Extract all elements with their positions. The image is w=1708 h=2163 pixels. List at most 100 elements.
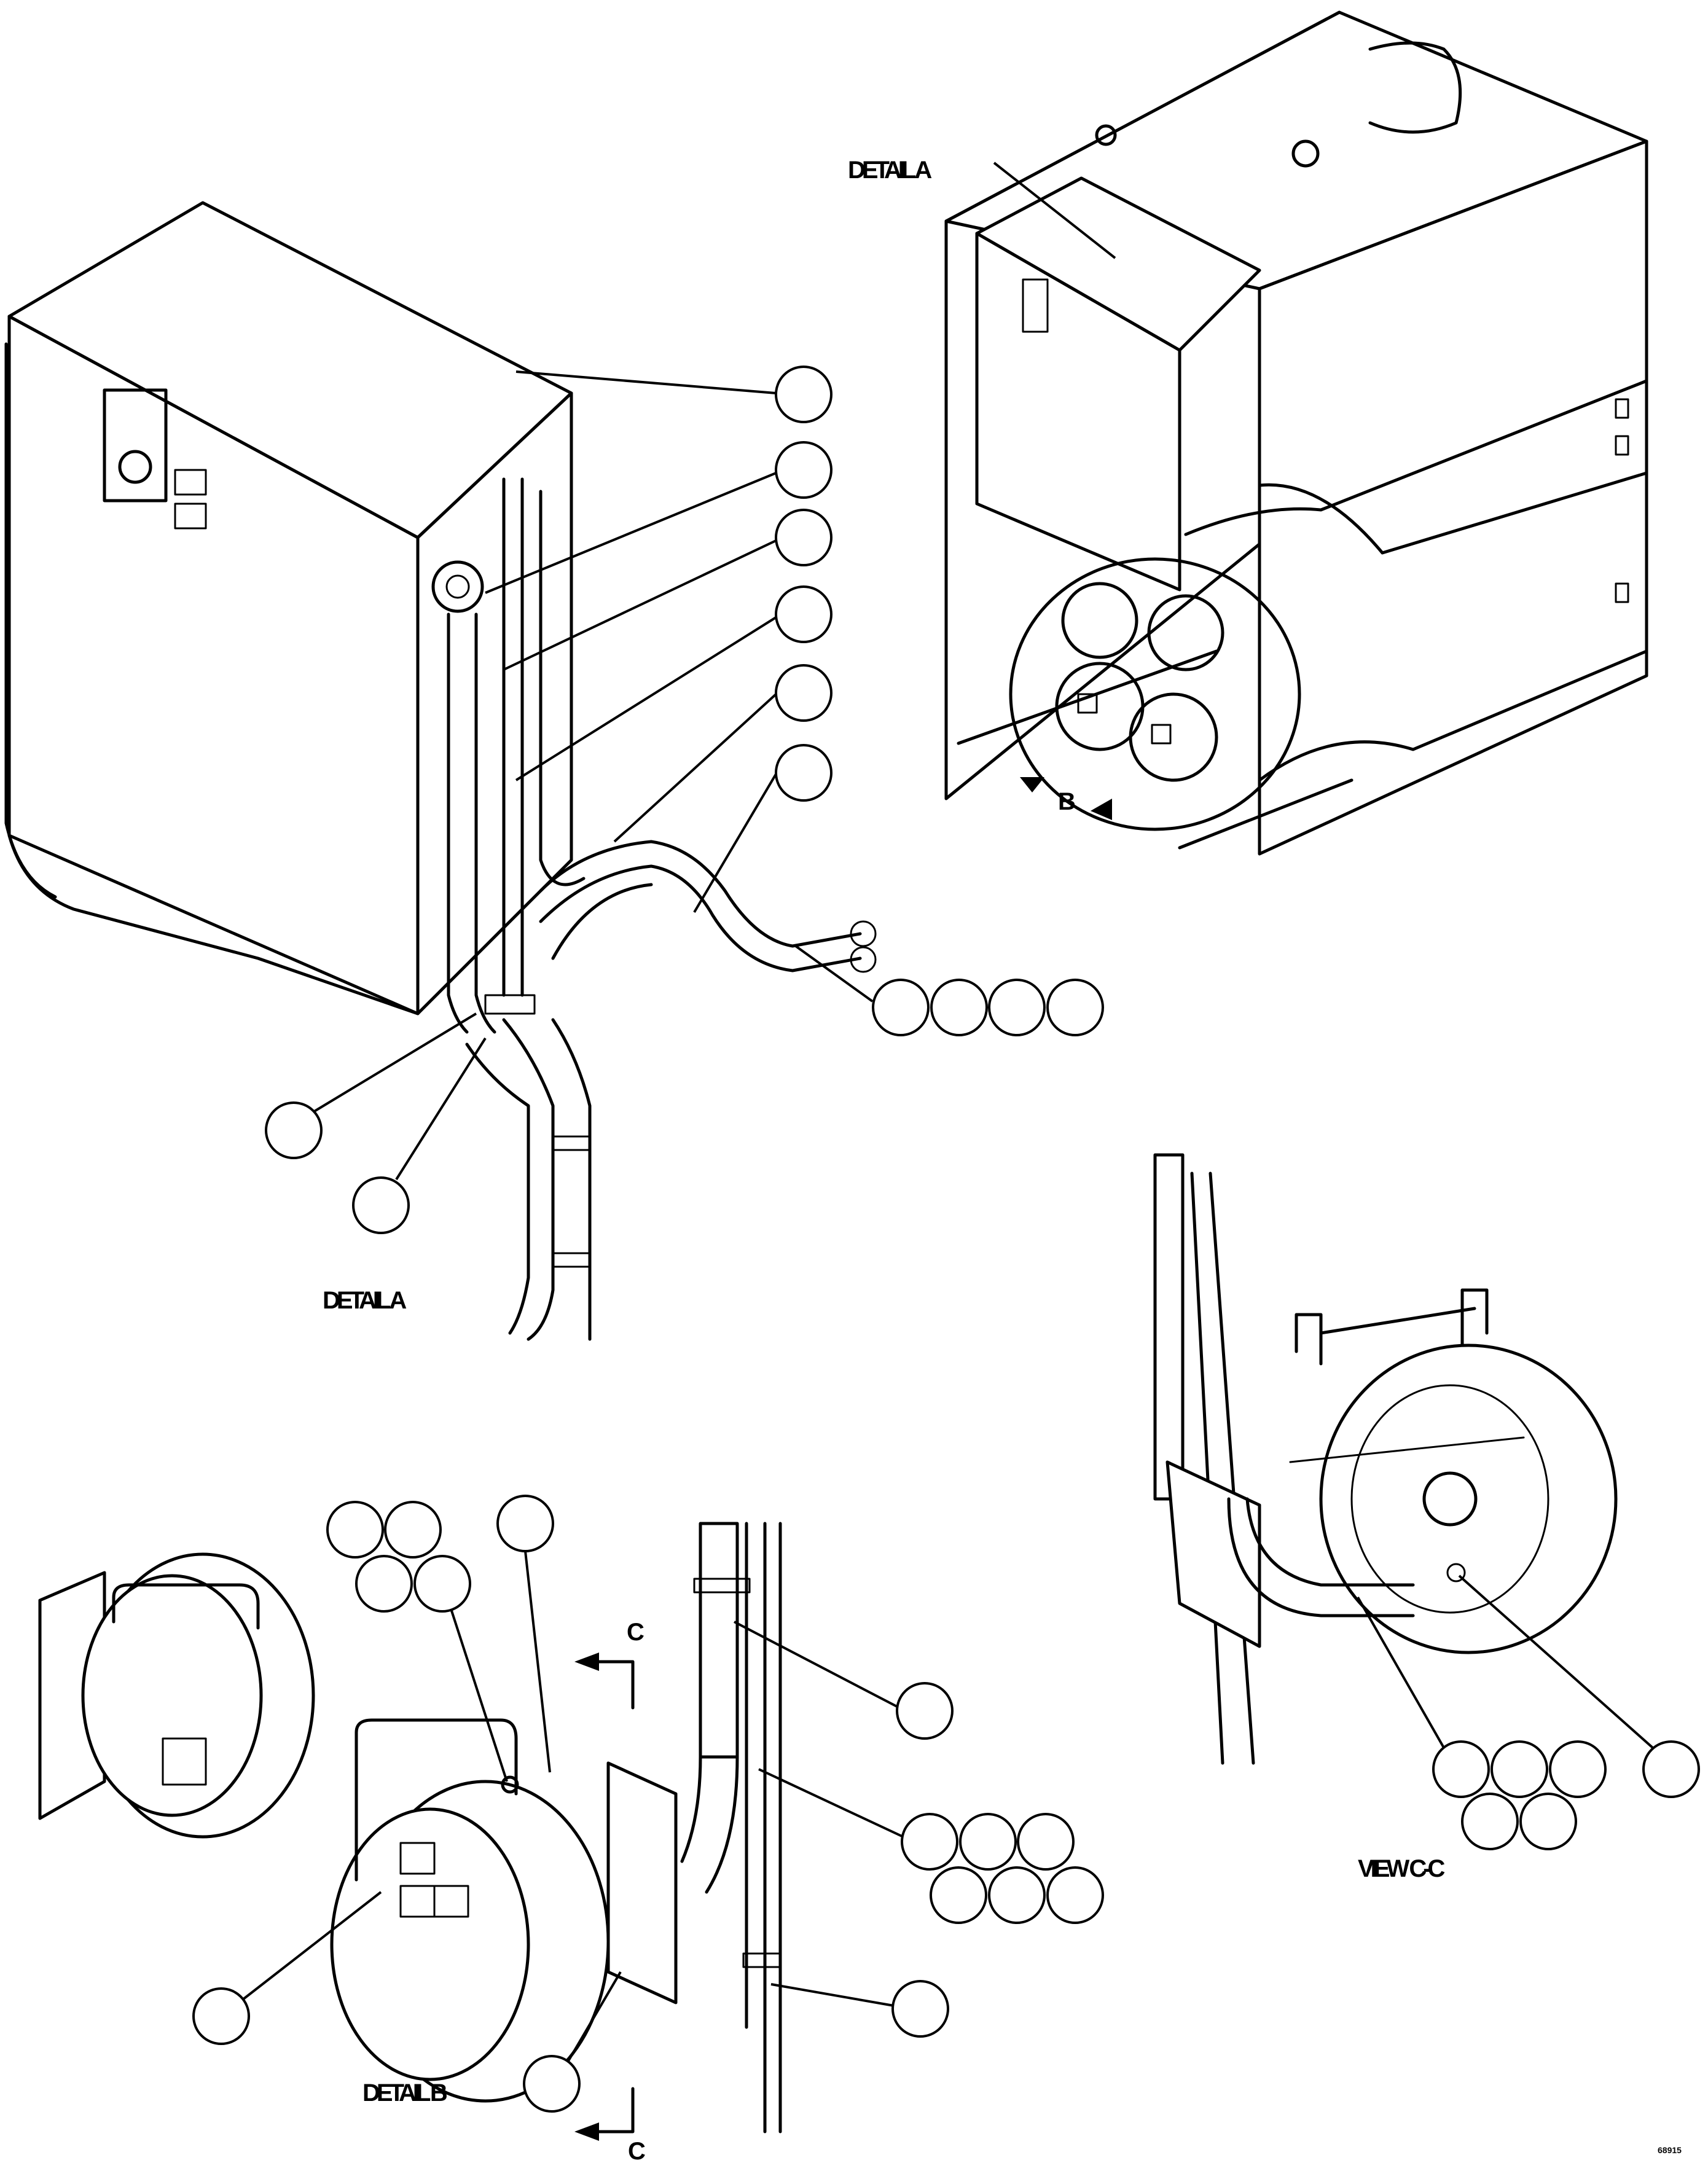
callout-balloon [896, 1682, 954, 1740]
panel-label [174, 469, 207, 496]
rear-cover-latch [112, 1583, 260, 1630]
leader-2 [485, 472, 777, 594]
section-c-letter-top: C [627, 1619, 644, 1646]
callout-balloon [775, 441, 832, 499]
door-latch [118, 450, 152, 484]
inner-cabinet-top [975, 176, 1261, 352]
view-cc-wire-1 [1190, 1171, 1224, 1765]
callout-balloon [872, 979, 930, 1036]
rear-cover-label [162, 1737, 207, 1786]
leader-11 [524, 1551, 551, 1773]
view-arrow-right [1091, 799, 1112, 820]
conduit-fitting-inner [445, 574, 470, 599]
callout-balloon [775, 744, 832, 802]
mounting-bracket [38, 1571, 106, 1820]
callout-balloon [775, 585, 832, 643]
callout-balloon [523, 2055, 581, 2113]
leader-4 [515, 616, 777, 781]
section-arrow-bottom [574, 2122, 599, 2141]
front-connector-cover [330, 1807, 530, 2081]
conduit-5 [539, 490, 586, 886]
latch-screw [501, 1775, 519, 1794]
detail-a-caption-top: DETAIL A [848, 157, 931, 184]
callout-balloon [413, 1555, 471, 1613]
cable-bundle-mid [551, 883, 653, 960]
callout-balloon [1491, 1740, 1548, 1798]
down-conduit-3 [465, 1042, 530, 1335]
callout-balloon [930, 1866, 987, 1924]
callout-balloon [775, 509, 832, 566]
connector-label-2 [1151, 724, 1172, 745]
front-cover-latch [355, 1718, 518, 1882]
view-cc-bend-2 [1227, 1497, 1415, 1617]
front-cover-label-3 [433, 1885, 469, 1918]
connector-housing-2 [1147, 594, 1224, 671]
text-labels: DETAIL A DETAIL A DETAIL B VIEW C-C B C … [323, 157, 1682, 2163]
rail-3 [1258, 649, 1648, 782]
rail-5 [1178, 778, 1353, 850]
receptacle-plate [606, 1761, 678, 2005]
callout-balloon [192, 1987, 250, 2045]
detail-callout-ellipse [1009, 557, 1301, 831]
callout-balloon [355, 1555, 413, 1613]
view-cc-bracket [1289, 1436, 1525, 1463]
detail-b-assembly [38, 1522, 782, 2141]
leader-17 [1357, 1597, 1445, 1748]
callout-balloons [192, 366, 1700, 2113]
callout-balloon [1046, 1866, 1104, 1924]
cable-end-1 [850, 920, 877, 947]
view-cc-conduit-1 [1153, 1153, 1185, 1501]
cable-bundle-lower [539, 864, 862, 972]
panel-label-2 [174, 503, 207, 530]
connector-housing-4 [1129, 692, 1218, 782]
rail-1 [1184, 379, 1648, 536]
callout-balloon [352, 1176, 410, 1234]
conduit-fitting [431, 560, 484, 613]
view-b-letter: B [1058, 788, 1076, 815]
leader-15 [241, 1891, 382, 2001]
view-cc-assembly [1153, 1153, 1618, 1765]
callout-balloon [1046, 979, 1104, 1036]
rail-2 [1258, 471, 1648, 555]
clamp-1 [552, 1135, 591, 1151]
callout-balloon [1017, 1813, 1075, 1871]
callout-balloon [891, 1980, 949, 2038]
left-conduit [4, 342, 57, 899]
connector-housing-1 [1061, 582, 1138, 659]
callout-balloon [326, 1501, 384, 1559]
leader-12 [734, 1621, 898, 1708]
callout-balloon [496, 1495, 554, 1552]
section-line-top [588, 1660, 635, 1710]
leader-10 [450, 1610, 508, 1782]
callout-balloon [901, 1813, 958, 1871]
leader-9 [395, 1037, 487, 1181]
cabinet-side [416, 391, 573, 1015]
view-cc-latch-2 [1460, 1288, 1489, 1347]
callout-balloon [1461, 1793, 1519, 1850]
view-cc-bend [1245, 1497, 1415, 1587]
leader-18 [1458, 1574, 1654, 1749]
view-cc-housing-inner [1350, 1384, 1549, 1614]
callout-balloon [265, 1101, 323, 1159]
top-hose [1368, 41, 1462, 134]
detail-a-assembly [4, 201, 877, 1341]
callout-balloon [775, 664, 832, 722]
leader-13 [758, 1768, 904, 1838]
access-door [103, 388, 168, 503]
conduit-bend-2 [705, 1755, 739, 1894]
view-cc-housing [1319, 1344, 1618, 1654]
down-conduit-1 [502, 1018, 555, 1341]
callout-balloon [959, 1813, 1017, 1871]
leader-5 [613, 693, 777, 843]
rear-connector-cover [81, 1574, 263, 1817]
callout-balloon [775, 366, 832, 423]
enclosure-overview [944, 10, 1648, 856]
cable-end-2 [850, 946, 877, 973]
detail-b-caption: DETAIL B [362, 2079, 447, 2106]
section-c-letter-bottom: C [628, 2138, 646, 2163]
front-cover-label-1 [399, 1842, 436, 1875]
callout-balloon [988, 979, 1046, 1036]
view-cc-wire-2 [1209, 1171, 1255, 1765]
leader-8 [312, 1012, 477, 1113]
